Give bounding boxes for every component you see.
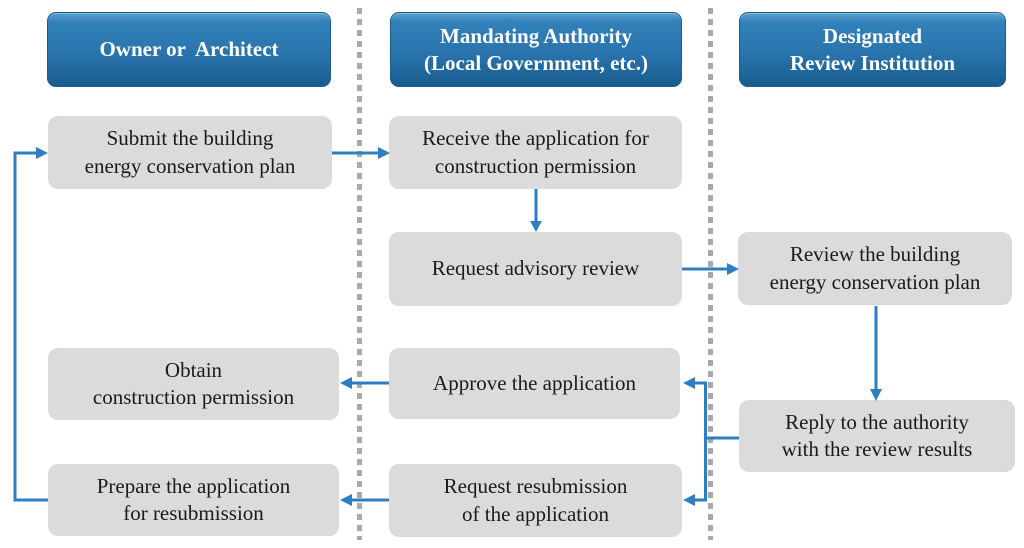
node-submit-plan-label: Submit the building energy conservation … — [84, 126, 296, 178]
node-prepare-resubmission-label: Prepare the application for resubmission — [96, 473, 291, 525]
lane-divider-1 — [357, 8, 362, 540]
lane-header-mandating-authority-label: Mandating Authority (Local Government, e… — [424, 23, 648, 75]
node-request-advisory-review: Request advisory review — [389, 232, 682, 306]
lane-header-owner-label: Owner or Architect — [99, 37, 279, 62]
arrow-prepare-to-submit-feedback — [13, 147, 48, 502]
arrow-receive-to-advisory — [530, 189, 542, 232]
node-request-resubmission: Request resubmission of the application — [389, 464, 682, 537]
node-approve-application: Approve the application — [389, 348, 680, 419]
node-obtain-permission: Obtain construction permission — [48, 348, 339, 420]
arrow-review-to-reply — [870, 306, 882, 401]
arrow-resubmit-to-prepare — [340, 494, 389, 506]
node-reply-review-results-label: Reply to the authority with the review r… — [781, 409, 973, 461]
node-request-resubmission-label: Request resubmission of the application — [443, 474, 628, 526]
lane-header-mandating-authority: Mandating Authority (Local Government, e… — [390, 12, 682, 87]
node-prepare-resubmission: Prepare the application for resubmission — [48, 464, 339, 536]
node-receive-application-label: Receive the application for construction… — [422, 126, 649, 178]
node-submit-plan: Submit the building energy conservation … — [48, 116, 332, 189]
node-receive-application: Receive the application for construction… — [389, 116, 682, 189]
lane-header-owner: Owner or Architect — [47, 12, 331, 87]
node-reply-review-results: Reply to the authority with the review r… — [739, 400, 1015, 472]
node-approve-application-label: Approve the application — [433, 370, 636, 395]
node-obtain-permission-label: Obtain construction permission — [92, 357, 295, 409]
lane-divider-2 — [708, 8, 713, 540]
arrow-approve-to-obtain — [340, 377, 389, 389]
lane-header-designated-review-institution: Designated Review Institution — [739, 12, 1006, 87]
node-review-plan-label: Review the building energy conservation … — [769, 242, 981, 294]
node-request-advisory-review-label: Request advisory review — [431, 256, 640, 281]
lane-header-designated-review-institution-label: Designated Review Institution — [789, 23, 956, 75]
arrow-reply-to-resubmit — [683, 438, 707, 506]
node-review-plan: Review the building energy conservation … — [738, 232, 1012, 305]
